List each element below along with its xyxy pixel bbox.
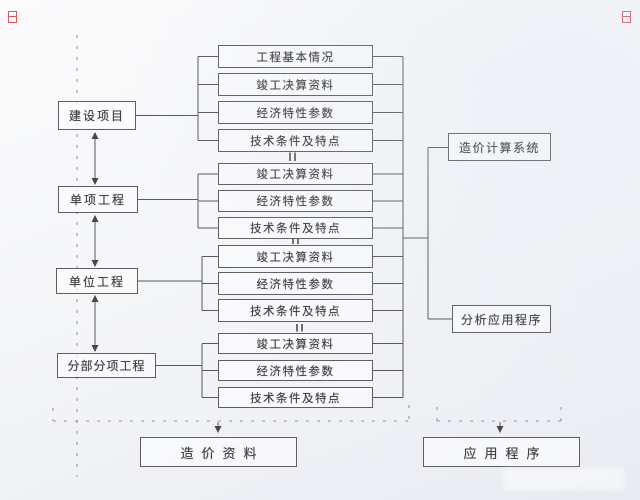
node-construction-project: 建设项目 bbox=[58, 101, 136, 130]
corner-registration-mark-left-icon bbox=[8, 11, 17, 23]
node-application-program: 应用程序 bbox=[423, 437, 580, 467]
node-economic-parameters: 经济特性参数 bbox=[218, 272, 373, 295]
node-completion-settlement-data: 竣工决算资料 bbox=[218, 73, 373, 96]
node-technical-conditions: 技术条件及特点 bbox=[218, 387, 373, 408]
node-completion-settlement-data: 竣工决算资料 bbox=[218, 333, 373, 354]
node-subdivision-project: 分部分项工程 bbox=[57, 353, 156, 378]
node-completion-settlement-data: 竣工决算资料 bbox=[218, 163, 373, 185]
node-unit-project: 单位工程 bbox=[56, 268, 138, 294]
node-cost-calculation-system: 造价计算系统 bbox=[448, 133, 551, 161]
node-cost-data: 造价资料 bbox=[140, 437, 297, 467]
node-technical-conditions: 技术条件及特点 bbox=[218, 217, 373, 239]
node-technical-conditions: 技术条件及特点 bbox=[218, 129, 373, 152]
node-single-project: 单项工程 bbox=[58, 186, 138, 213]
node-completion-settlement-data: 竣工决算资料 bbox=[218, 245, 373, 268]
node-economic-parameters: 经济特性参数 bbox=[218, 190, 373, 212]
node-project-basic-overview: 工程基本情况 bbox=[218, 45, 373, 68]
node-economic-parameters: 经济特性参数 bbox=[218, 101, 373, 124]
node-economic-parameters: 经济特性参数 bbox=[218, 360, 373, 381]
node-analysis-application: 分析应用程序 bbox=[452, 305, 551, 333]
corner-registration-mark-right-icon bbox=[622, 11, 631, 23]
node-technical-conditions: 技术条件及特点 bbox=[218, 299, 373, 322]
watermark-blur-patch bbox=[503, 468, 625, 490]
